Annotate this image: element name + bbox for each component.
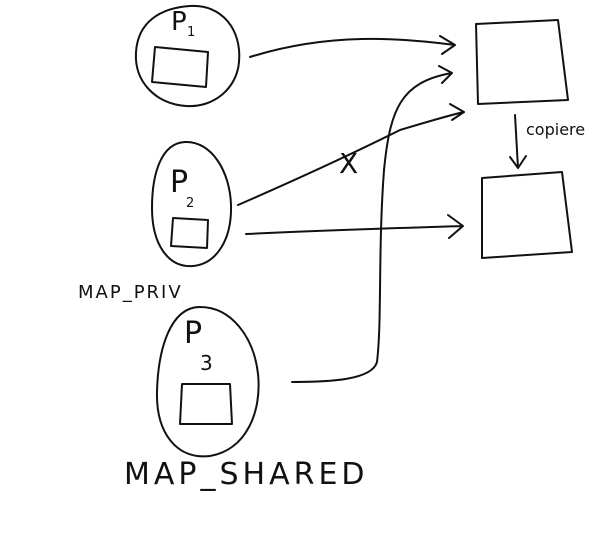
physical-frame-copy [481, 171, 573, 259]
process-3-page-box [179, 383, 233, 425]
map-shared-label: MAP_SHARED [124, 457, 369, 492]
arrow-p1-to-frame [249, 35, 456, 58]
process-2-outline [151, 140, 233, 268]
arrow-p3-to-frame [291, 65, 453, 383]
process-1: P 1 [134, 4, 241, 108]
physical-frame-original [475, 19, 569, 105]
process-2-subscript: 2 [186, 196, 194, 211]
copy-label: copiere [526, 120, 585, 139]
process-1-subscript: 1 [187, 25, 195, 40]
process-2-label: P [170, 165, 188, 200]
process-3-subscript: 3 [200, 351, 213, 375]
arrow-p2-to-frame-crossed [237, 103, 465, 206]
arrow-p2-to-copy [245, 214, 464, 239]
copy-arrow [509, 114, 527, 169]
process-1-label: P [171, 7, 187, 37]
process-1-page-box [151, 46, 209, 88]
process-2-page-box [170, 217, 209, 249]
process-3-outline [155, 306, 260, 458]
process-1-outline [134, 4, 241, 108]
map-priv-label: MAP_PRIV [78, 282, 183, 303]
crossed-mark: X [339, 147, 358, 180]
process-3: P 3 [155, 306, 260, 458]
process-3-label: P [184, 316, 202, 351]
process-2: P 2 [151, 140, 233, 268]
